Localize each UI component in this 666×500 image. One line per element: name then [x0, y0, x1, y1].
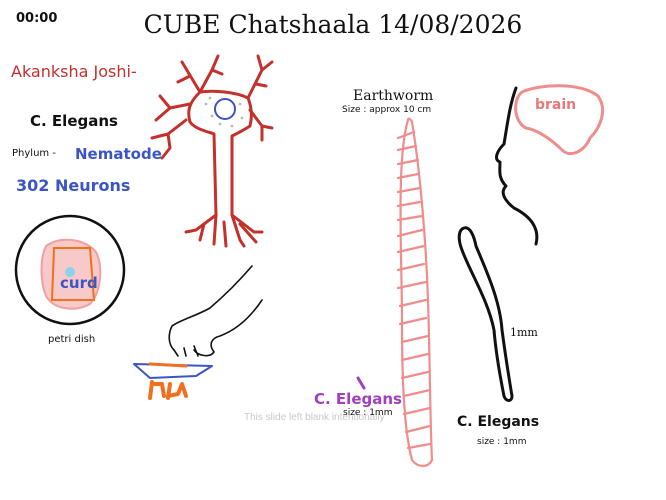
earthworm-title: Earthworm	[353, 88, 434, 104]
phylum-label: Phylum -	[12, 148, 56, 159]
c-elegans-purple-size: size : 1mm	[343, 408, 393, 418]
petri-dish	[14, 214, 126, 326]
phylum-value: Nematode	[75, 145, 162, 163]
brain-outline	[514, 84, 604, 155]
curd-label: curd	[60, 274, 98, 292]
hand-drawing	[168, 265, 263, 357]
curd-blob	[40, 238, 102, 310]
slide-note: This slide left blank intentionally	[244, 412, 385, 423]
species-name: C. Elegans	[30, 112, 118, 130]
face-profile-drawing	[495, 86, 539, 246]
neuron-nucleus	[214, 98, 236, 120]
earthworm-drawing	[396, 117, 434, 468]
petri-dish-caption: petri dish	[48, 334, 96, 345]
purple-mark	[356, 376, 366, 390]
timer: 00:00	[16, 11, 58, 26]
c-elegans-label: C. Elegans	[457, 414, 540, 430]
brain-label: brain	[535, 97, 577, 113]
author-name: Akanksha Joshi-	[11, 62, 137, 81]
neuron-count: 302 Neurons	[16, 176, 131, 195]
c-elegans-purple-label: C. Elegans	[314, 390, 402, 408]
c-elegans-worm	[457, 226, 514, 402]
earthworm-size: Size : approx 10 cm	[342, 105, 432, 115]
neuron-dots	[204, 96, 244, 128]
length-label: 1mm	[510, 326, 538, 339]
c-elegans-size: size : 1mm	[477, 437, 527, 447]
page-title: CUBE Chatshaala 14/08/2026	[143, 10, 523, 39]
neuron-drawing	[150, 54, 274, 248]
bowl-drawing	[133, 362, 213, 400]
